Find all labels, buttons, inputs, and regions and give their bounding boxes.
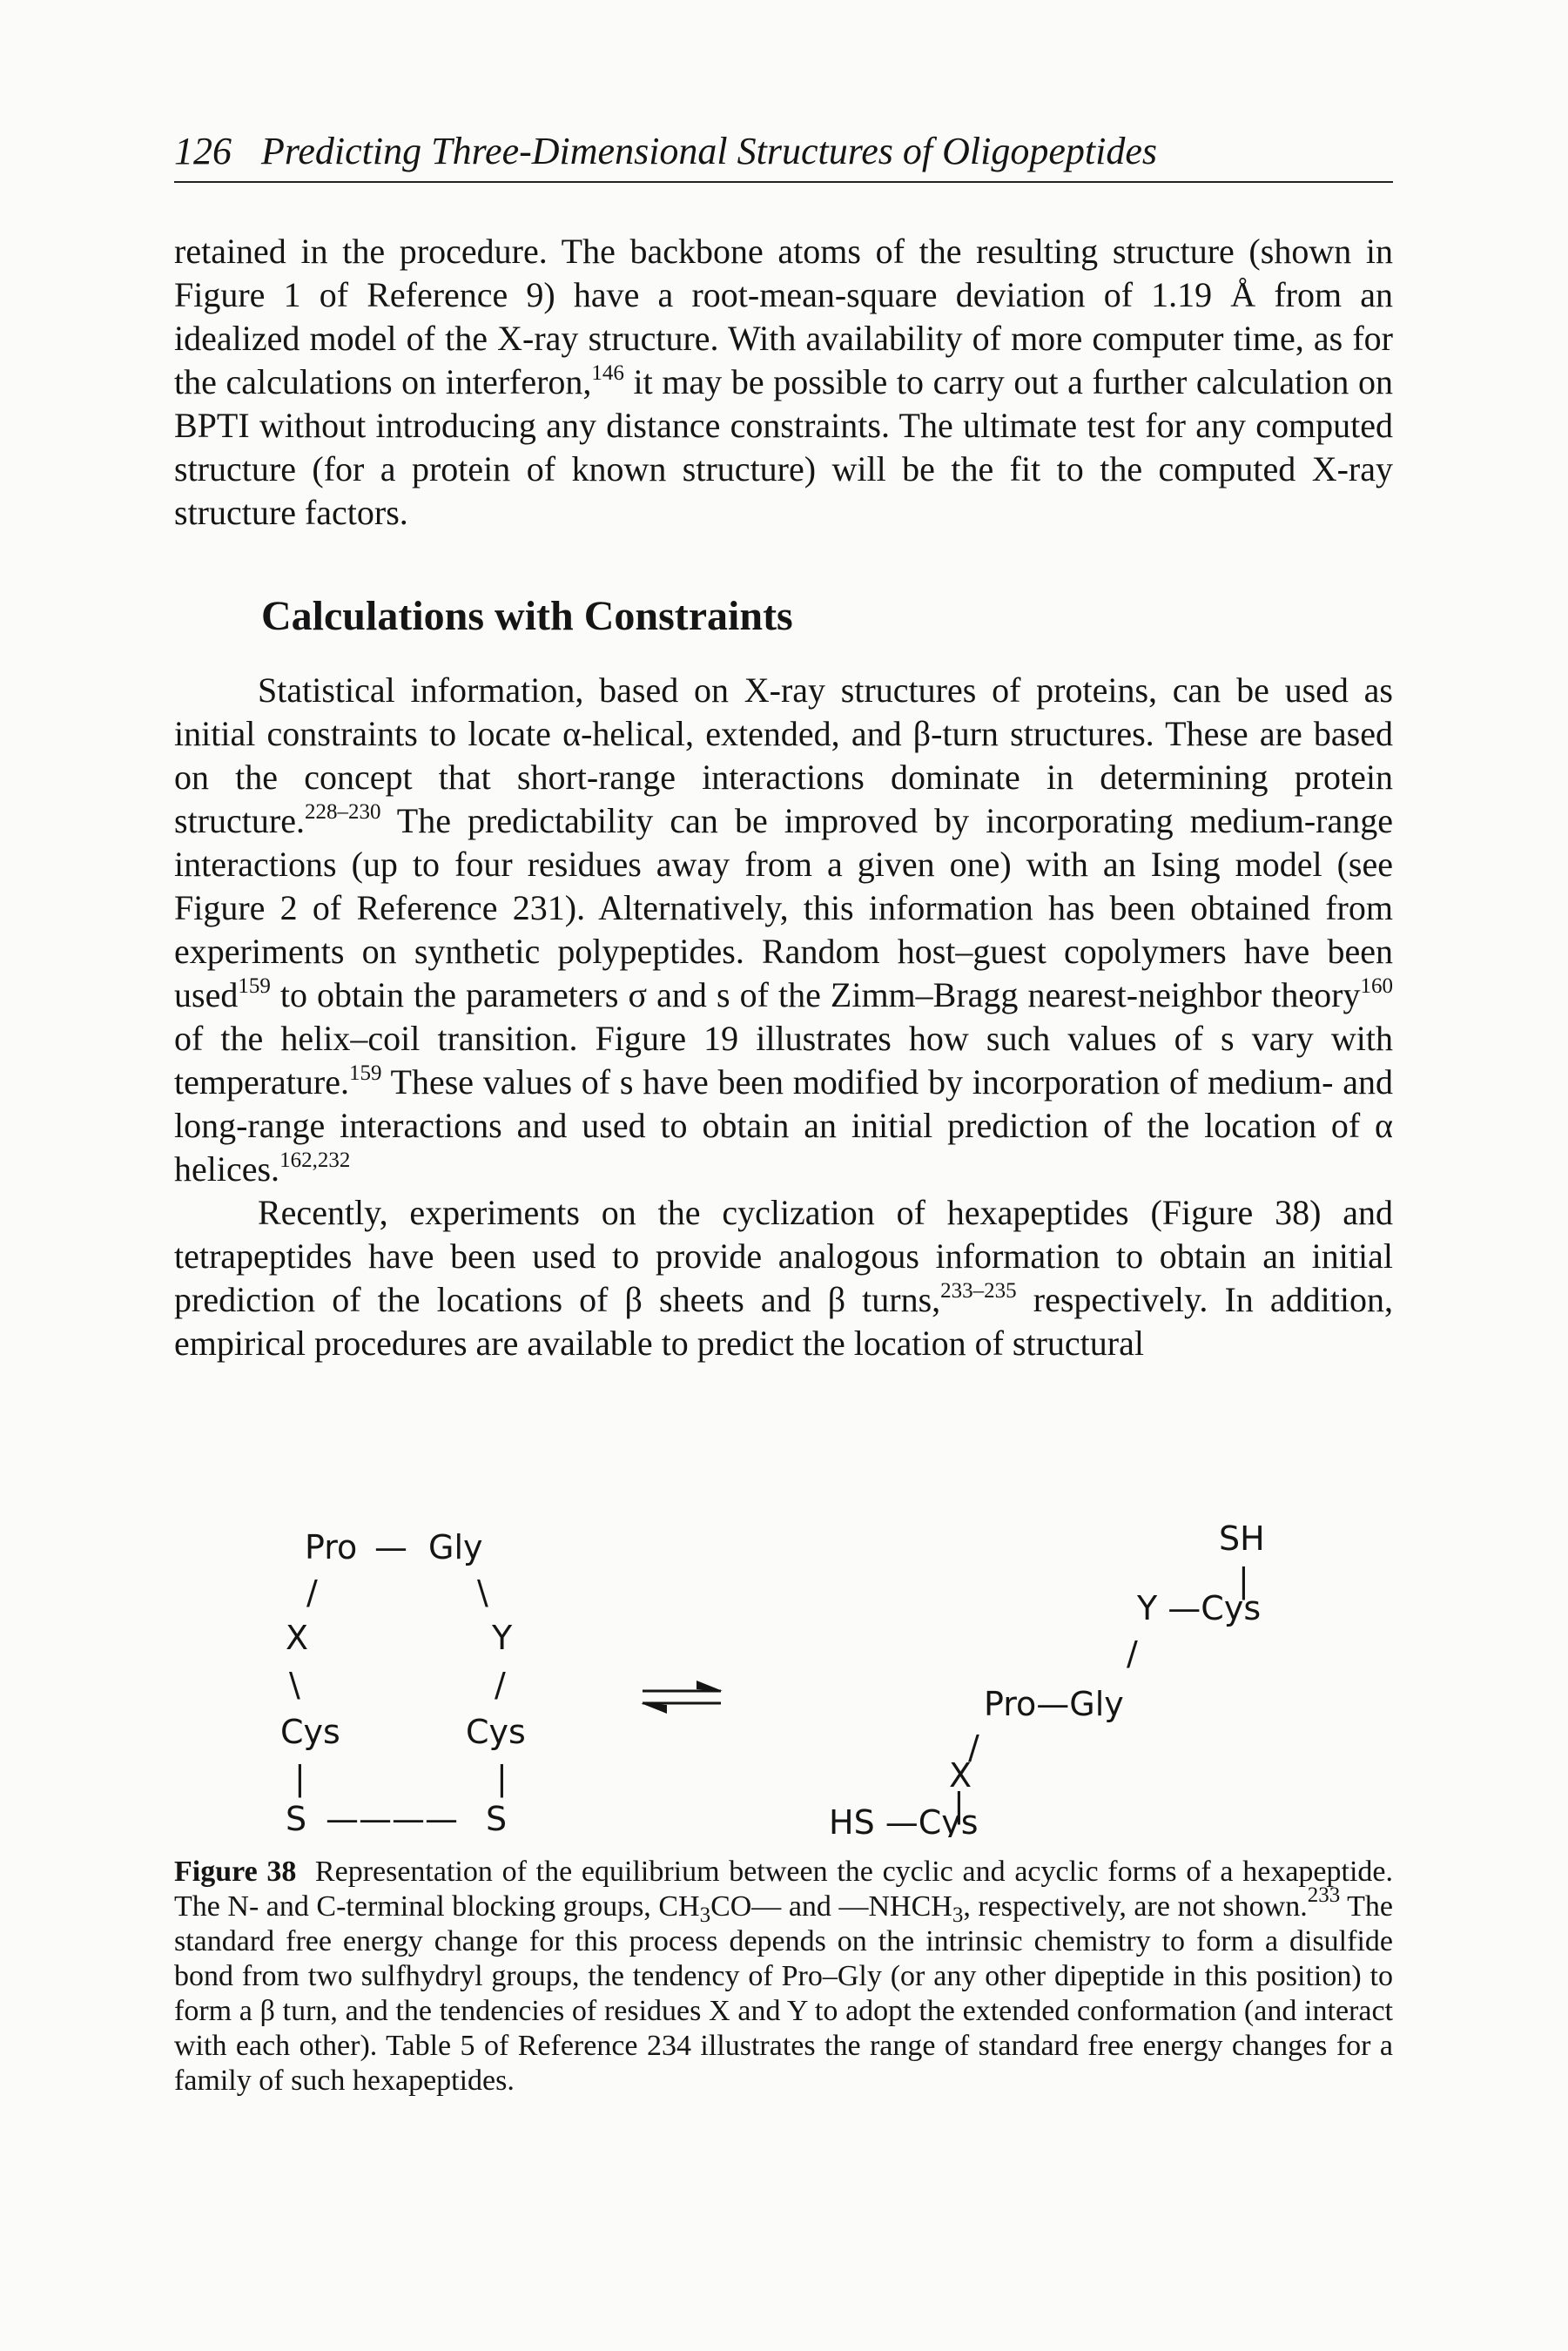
paragraph-2-text-d: of the helix–coil transition. Figure 19 …	[174, 1019, 1393, 1101]
cyclic-pro-gly-bond: —	[374, 1528, 407, 1566]
cyclic-s-right: S	[486, 1800, 507, 1837]
acyclic-bond-bar: |	[1238, 1561, 1249, 1600]
caption-text-a: Representation of the equilibrium betwee…	[174, 1856, 1394, 1923]
reference-superscript: 159	[238, 974, 271, 998]
paragraph-2-text-c: to obtain the parameters σ and s of the …	[270, 975, 1361, 1014]
reference-number: 159	[349, 1061, 382, 1085]
cyclic-cys-left: Cys	[280, 1713, 340, 1751]
equilibrium-diagram: Pro — Gly / \ X Y \ / Cys Cys | | S ————…	[280, 1519, 1265, 1837]
cyclic-form: Pro — Gly / \ X Y \ / Cys Cys | | S ————…	[280, 1528, 526, 1837]
paragraph-3-text-a: Recently, experiments on the cyclization…	[174, 1193, 1393, 1319]
figure-38-caption: Figure 38 Representation of the equilibr…	[174, 1855, 1393, 2098]
page-number: 126	[174, 130, 232, 172]
subscript: 3	[700, 1903, 711, 1927]
running-header: 126 Predicting Three-Dimensional Structu…	[174, 113, 1393, 183]
subscript: 3	[952, 1903, 964, 1927]
figure-38-diagram: Pro — Gly / \ X Y \ / Cys Cys | | S ————…	[174, 1506, 1393, 1837]
acyclic-pro-gly-label: Pro—Gly	[984, 1685, 1124, 1723]
paragraph-2-text-a: Statistical information, based on X-ray …	[174, 670, 1393, 840]
reference-number: 233	[1307, 1883, 1341, 1907]
subscript-digit: 3	[699, 1903, 711, 1927]
paragraph-2-text-e: These values of s have been modified by …	[174, 1062, 1393, 1189]
reference-number: 146	[591, 361, 624, 385]
cyclic-pro-label: Pro	[305, 1528, 357, 1566]
acyclic-bond-slash: /	[1127, 1634, 1138, 1673]
reference-superscript: 233–235	[940, 1279, 1017, 1303]
reference-number: 162,232	[279, 1149, 351, 1172]
cyclic-disulfide-bond: ————	[326, 1800, 458, 1837]
cyclic-bond-backslash: \	[289, 1666, 300, 1704]
reference-superscript: 233	[1308, 1883, 1341, 1907]
reference-number: 228–230	[304, 800, 381, 824]
reference-number: 160	[1360, 974, 1394, 998]
paragraph-3-text-b: respectively. In addition, empirical pro…	[174, 1280, 1393, 1363]
reference-superscript: 228–230	[305, 800, 381, 824]
cyclic-bond-bar: |	[496, 1759, 508, 1798]
paragraph-1-text-a: retained in the procedure. The backbone …	[174, 232, 1393, 401]
caption-label: Figure 38	[174, 1856, 297, 1888]
paragraph-3: Recently, experiments on the cyclization…	[174, 1191, 1393, 1365]
acyclic-hs-cys-label: HS —Cys	[829, 1803, 979, 1837]
reference-superscript: 162,232	[279, 1149, 350, 1172]
cyclic-cys-right: Cys	[466, 1713, 526, 1751]
cyclic-bond-backslash: \	[477, 1573, 488, 1612]
reference-superscript: 160	[1361, 974, 1394, 998]
section-heading: Calculations with Constraints	[261, 593, 793, 639]
paragraph-2-text-b: The predictability can be improved by in…	[174, 801, 1393, 1014]
caption-text-c: , respectively, are not shown.	[963, 1890, 1308, 1923]
reference-number: 159	[238, 974, 271, 998]
acyclic-sh-label: SH	[1219, 1519, 1265, 1558]
cyclic-bond-bar: |	[294, 1759, 306, 1798]
caption-text-b: CO— and —NHCH	[710, 1890, 952, 1923]
paragraph-1: retained in the procedure. The backbone …	[174, 230, 1393, 535]
header-rule	[174, 181, 1393, 183]
cyclic-bond-slash: /	[495, 1666, 506, 1704]
reference-superscript: 146	[591, 361, 624, 385]
cyclic-s-left: S	[286, 1800, 306, 1837]
cyclic-bond-slash: /	[306, 1573, 318, 1612]
paragraph-1-text-b: it may be possible to carry out a furthe…	[174, 362, 1393, 532]
subscript-digit: 3	[952, 1903, 964, 1927]
acyclic-bond-slash: /	[968, 1728, 979, 1767]
paragraph-2: Statistical information, based on X-ray …	[174, 669, 1393, 1191]
reference-superscript: 159	[349, 1061, 382, 1085]
cyclic-x-label: X	[286, 1619, 308, 1657]
cyclic-gly-label: Gly	[428, 1528, 483, 1566]
equilibrium-arrow-icon	[641, 1681, 723, 1714]
acyclic-x-label: X	[949, 1756, 972, 1795]
reference-number: 233–235	[940, 1279, 1017, 1303]
acyclic-form: SH | Y —Cys / Pro—Gly / X | HS —Cys	[829, 1519, 1265, 1837]
acyclic-bond-bar: |	[953, 1786, 965, 1825]
cyclic-y-label: Y	[491, 1619, 513, 1657]
acyclic-y-cys-label: Y —Cys	[1136, 1589, 1261, 1627]
running-title: Predicting Three-Dimensional Structures …	[261, 130, 1157, 172]
caption-text-d: The standard free energy change for this…	[174, 1890, 1393, 2097]
